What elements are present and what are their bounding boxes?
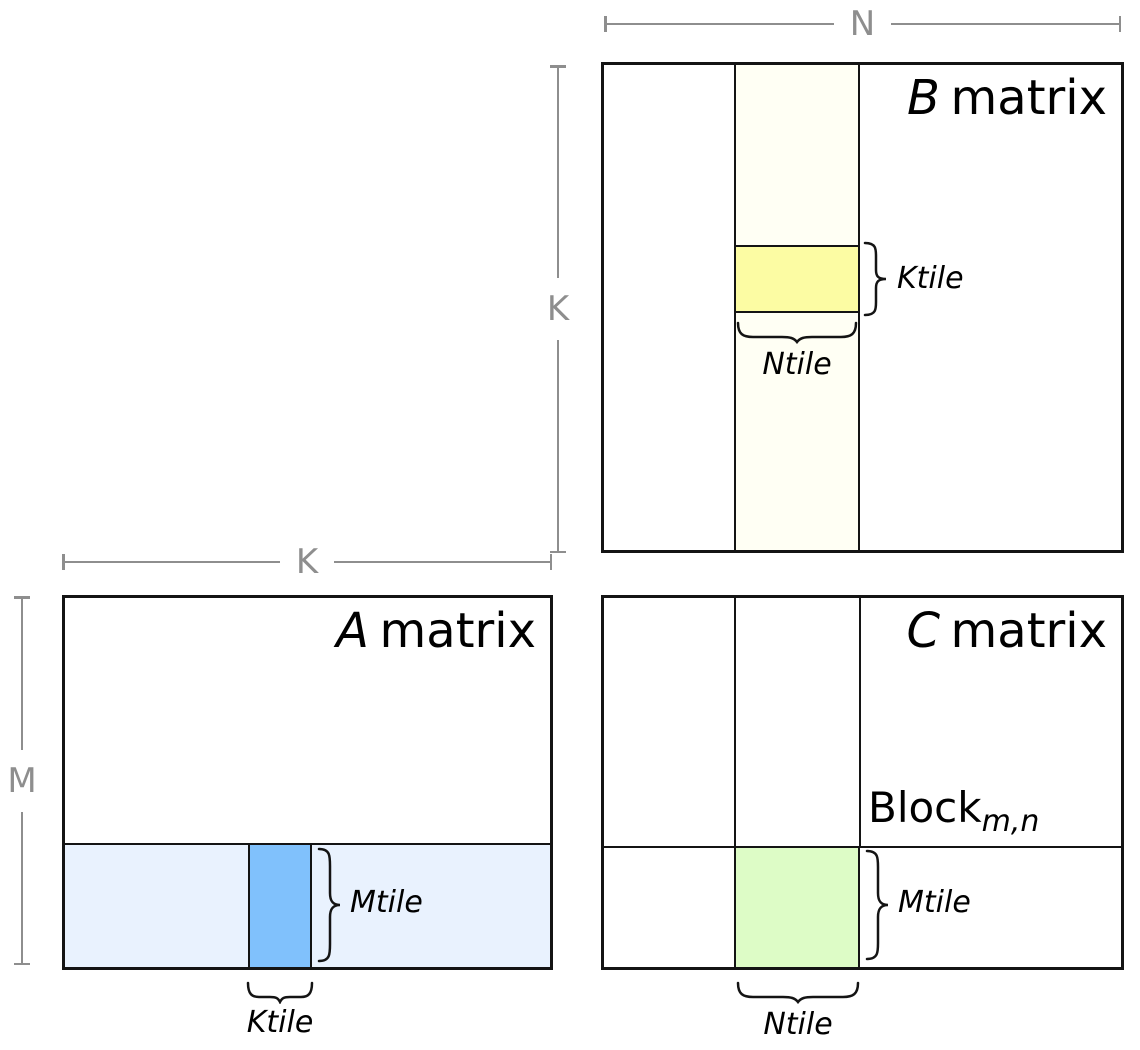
dimension-tick (550, 65, 566, 68)
c-ntile-label: Ntile (763, 1007, 833, 1042)
dimension-tick (14, 596, 30, 599)
dimension-segment (334, 560, 550, 564)
dimension-line-N: N (604, 7, 1121, 41)
c-matrix-letter: C (906, 603, 940, 659)
dimension-tick (1118, 16, 1121, 32)
a-ktile-brace (246, 980, 314, 1004)
a-matrix-word: matrix (379, 603, 536, 659)
c-ntile-brace (736, 980, 860, 1004)
c-matrix-block-tile (734, 846, 860, 967)
c-matrix-word: matrix (950, 603, 1107, 659)
dimension-tick (604, 16, 607, 32)
a-mtile-brace (315, 847, 343, 963)
b-ntile-label: Ntile (762, 347, 832, 382)
dimension-tick (550, 550, 566, 553)
dimension-tick (14, 962, 30, 965)
dimension-segment (20, 811, 24, 963)
dimension-line-K-a: K (62, 545, 553, 579)
c-matrix-column-line-right (859, 598, 861, 846)
dimension-segment (64, 560, 280, 564)
b-ntile-brace (736, 320, 858, 344)
dimension-label-k-a: K (295, 542, 319, 582)
c-matrix-column-line-left (734, 598, 736, 846)
c-mtile-brace (863, 849, 891, 961)
b-matrix-word: matrix (950, 70, 1107, 126)
a-ktile-label: Ktile (246, 1005, 314, 1040)
a-matrix-letter: A (336, 603, 369, 659)
c-mtile-label: Mtile (898, 885, 971, 920)
dimension-segment (891, 22, 1119, 26)
a-mtile-label: Mtile (350, 885, 423, 920)
dimension-segment (556, 340, 560, 551)
b-ktile-brace (861, 241, 889, 317)
dimension-label-k-b: K (546, 289, 570, 329)
c-block-base: Block (868, 783, 982, 832)
dimension-segment (20, 598, 24, 750)
dimension-segment (606, 22, 834, 26)
dimension-tick (549, 554, 553, 570)
dimension-label-n: N (849, 4, 876, 44)
dimension-label-m-a: M (7, 760, 37, 801)
b-matrix-ktile-block (734, 245, 860, 313)
a-matrix-ktile-block (248, 843, 312, 967)
dimension-line-K-b: K (546, 65, 570, 553)
b-matrix-letter: B (907, 70, 940, 126)
b-ktile-label: Ktile (897, 261, 964, 296)
c-block-label: Blockm,n (868, 787, 1039, 837)
dimension-segment (556, 67, 560, 278)
c-matrix-row-divider (604, 846, 1121, 848)
dimension-tick (62, 554, 65, 570)
dimension-line-M-a: M (7, 596, 37, 965)
c-block-subscript: m,n (981, 804, 1040, 839)
